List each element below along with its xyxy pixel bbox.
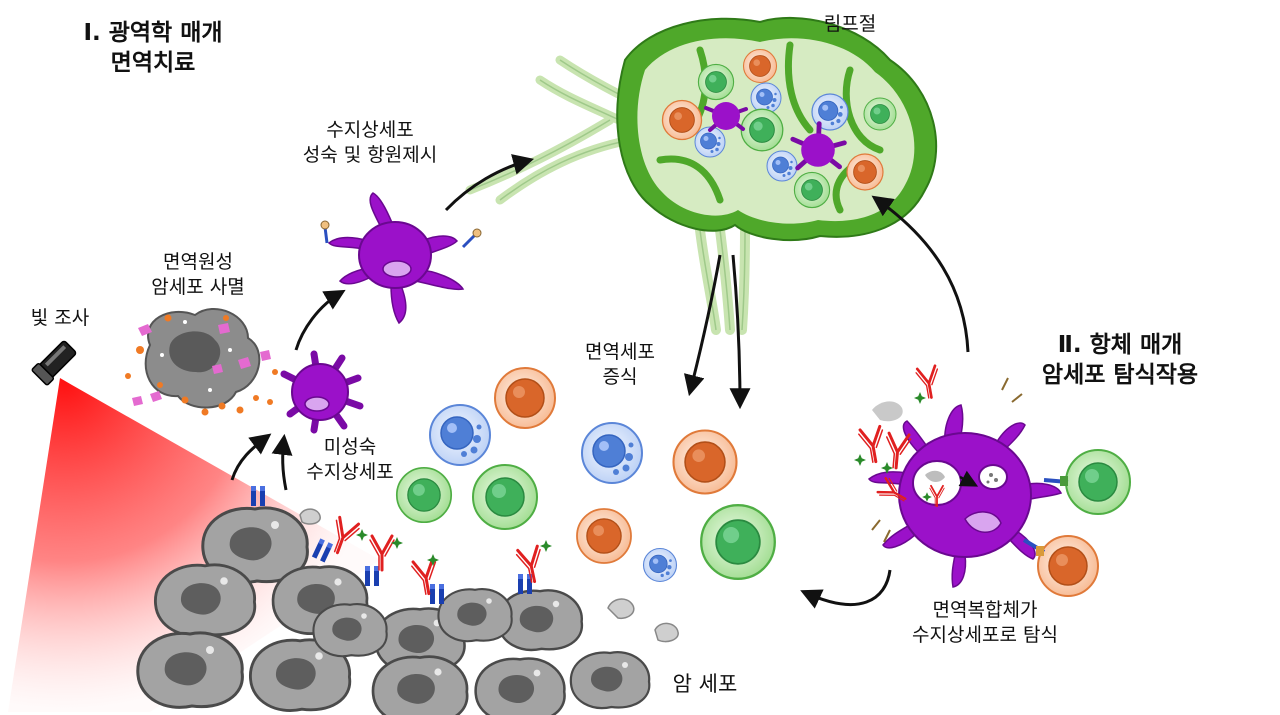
adcp-antibodies [854, 364, 1023, 543]
arrow-idc-to-mdc [294, 289, 346, 351]
arrow-tumor-to-debris [230, 433, 272, 481]
arrow-adcp-to-node [871, 195, 970, 353]
section1-line1: Ⅰ. 광역학 매개 [83, 20, 223, 46]
dendritic-cell-icon [320, 192, 482, 325]
immature-dc-line2: 수지상세포 [306, 461, 394, 483]
dying-cancer-cell [144, 308, 261, 409]
t-cell-icon [1043, 449, 1131, 515]
tumor-mass [136, 506, 679, 715]
proliferation-line1: 면역세포 [585, 341, 655, 363]
phagocytosis-line1: 면역복합체가 [932, 599, 1038, 621]
section2-line1: Ⅱ. 항체 매개 [1057, 332, 1183, 358]
arrow-tumor-to-idc [271, 433, 293, 491]
immature-dc-label: 미성숙 수지상세포 [280, 435, 420, 485]
lymph-node-icon [465, 16, 938, 335]
flashlight-icon [31, 340, 77, 386]
immature-dendritic-cell [280, 350, 364, 434]
phagocytosis-label: 면역복합체가 수지상세포로 탐식 [870, 598, 1100, 648]
light-beam [8, 378, 380, 712]
proliferation-label: 면역세포 증식 [560, 340, 680, 390]
dc-maturation-line1: 수지상세포 [326, 119, 414, 141]
dc-maturation-label: 수지상세포 성숙 및 항원제시 [270, 118, 470, 168]
immature-dc-line1: 미성숙 [323, 436, 377, 458]
section2-title: Ⅱ. 항체 매개 암세포 탐식작용 [985, 330, 1255, 390]
proliferation-line2: 증식 [602, 366, 638, 388]
dc-maturation-line2: 성숙 및 항원제시 [302, 144, 438, 166]
section1-line2: 면역치료 [110, 50, 196, 76]
arrow-mdc-to-node [444, 154, 535, 212]
arrow-adcp-to-cells [800, 569, 892, 609]
arrow-node-to-cells-2 [729, 254, 751, 410]
b-cell-icon [1022, 535, 1099, 597]
cancer-cell-label: 암 세포 [672, 672, 738, 696]
debris-particles [125, 314, 278, 416]
proliferated-immune-cells [395, 367, 776, 583]
phagocytosis-line2: 수지상세포로 탐식 [912, 624, 1058, 646]
light-irradiation-label: 빛 조사 [30, 307, 90, 329]
icd-line1: 면역원성 [163, 251, 233, 273]
section2-line2: 암세포 탐식작용 [1041, 362, 1199, 388]
lymph-node-label: 림프절 [823, 13, 877, 35]
flow-arrows [230, 154, 970, 609]
section1-title: Ⅰ. 광역학 매개 면역치료 [28, 18, 278, 78]
icd-line2: 암세포 사멸 [151, 276, 245, 298]
icd-label: 면역원성 암세포 사멸 [118, 250, 278, 300]
arrow-node-to-cells-1 [683, 254, 722, 397]
phagocytic-dendritic-cell [867, 404, 1063, 588]
